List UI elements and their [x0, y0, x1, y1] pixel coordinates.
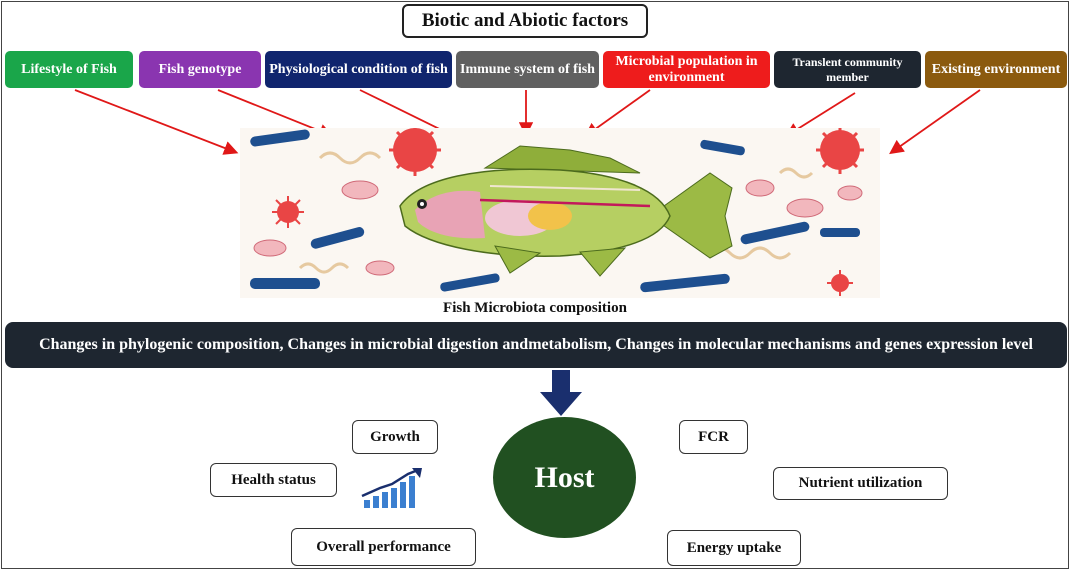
- virus-icon: [816, 128, 864, 174]
- host-circle: Host: [493, 417, 636, 538]
- microbiota-caption: Fish Microbiota composition: [443, 300, 627, 316]
- factor-lifestyle: Lifestyle of Fish: [5, 51, 133, 88]
- factor-physiological-condition: Physiological condition of fish: [265, 51, 452, 88]
- outcome-energy-uptake: Energy uptake: [667, 530, 801, 566]
- fish-microbiota-illustration: [240, 128, 880, 298]
- fish-icon: [399, 145, 733, 277]
- outcome-growth: Growth: [352, 420, 438, 454]
- outcome-nutrient-utilization: Nutrient utilization: [773, 467, 948, 500]
- cell-icons: [253, 179, 863, 276]
- factor-immune-system: Immune system of fish: [456, 51, 599, 88]
- factor-genotype: Fish genotype: [139, 51, 261, 88]
- outcome-health-status: Health status: [210, 463, 337, 497]
- virus-icon: [389, 128, 441, 176]
- diagram-title: Biotic and Abiotic factors: [402, 4, 648, 38]
- virus-icon: [827, 270, 853, 296]
- changes-banner: Changes in phylogenic composition, Chang…: [5, 322, 1067, 368]
- bacteria-icons: [250, 129, 860, 293]
- factor-transient-community: Translent community member: [774, 51, 921, 88]
- factor-existing-environment: Existing environment: [925, 51, 1067, 88]
- outcome-fcr: FCR: [679, 420, 748, 454]
- growth-chart-icon: [361, 468, 422, 508]
- factor-microbial-population: Microbial population in environment: [603, 51, 770, 88]
- outcome-overall-performance: Overall performance: [291, 528, 476, 566]
- down-arrow-icon: [540, 370, 582, 416]
- virus-icon: [272, 196, 304, 228]
